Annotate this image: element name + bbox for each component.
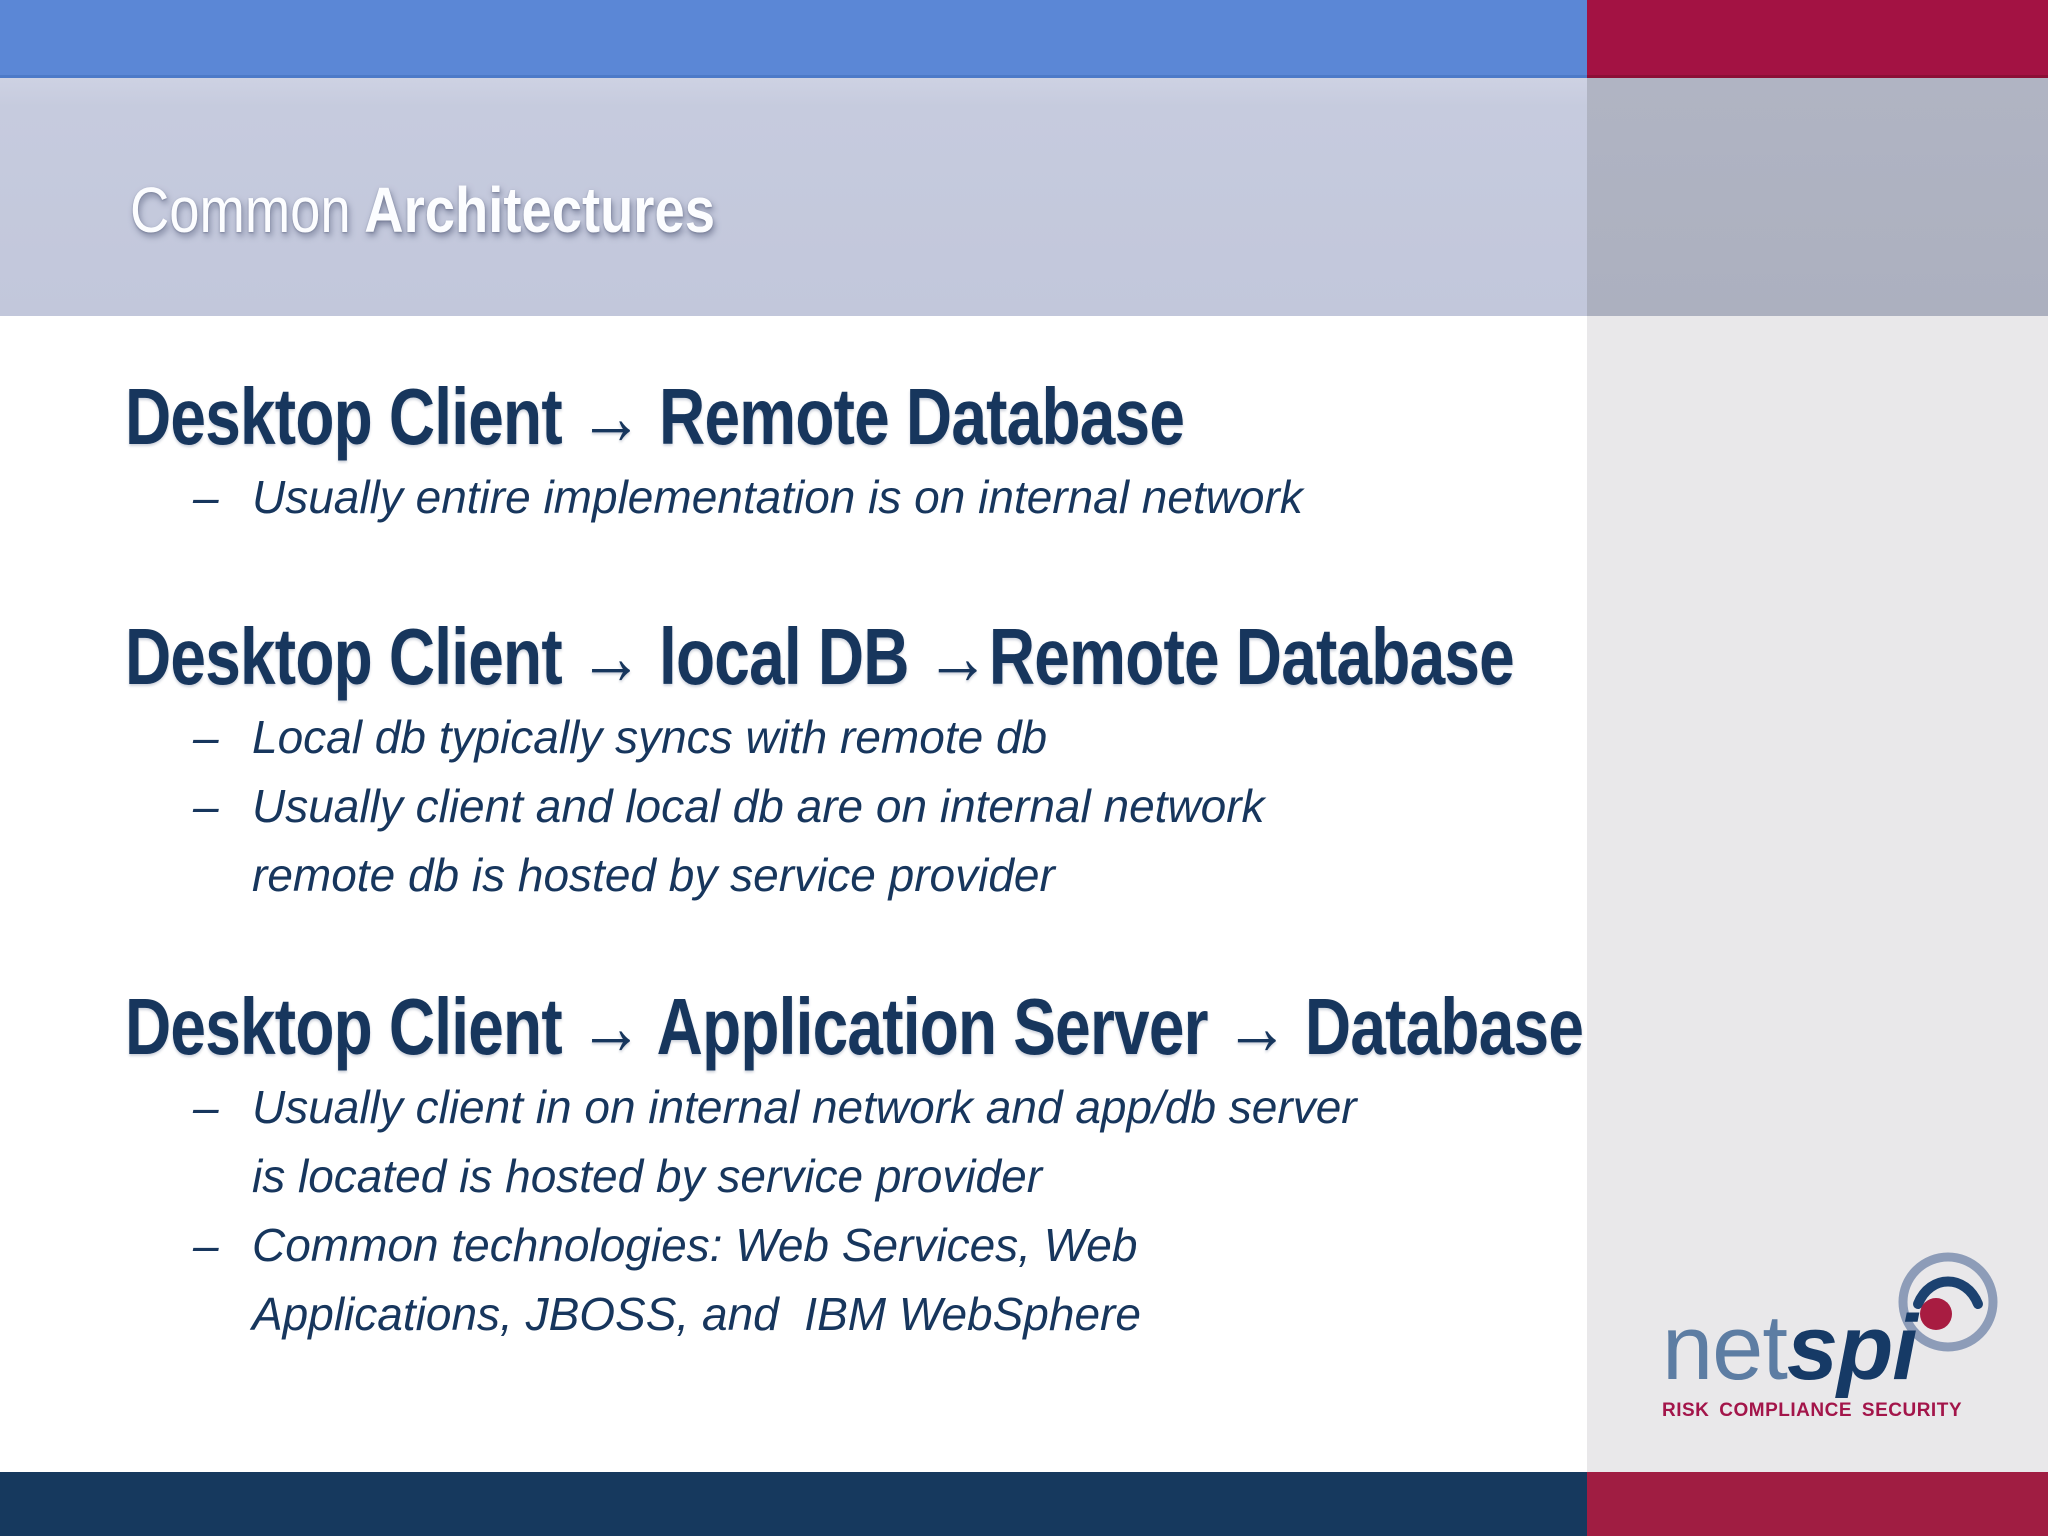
- section-heading: Desktop Client → Application Server → Da…: [125, 982, 1584, 1071]
- logo-text-net: net: [1662, 1297, 1788, 1399]
- section-desktop-remote-db: Desktop Client → Remote Database – Usual…: [0, 371, 1587, 532]
- bullet-dash: –: [193, 1081, 219, 1133]
- top-accent-bar: [0, 0, 1587, 78]
- footer-bar-navy: [0, 1472, 1587, 1536]
- bullet-text: Usually client and local db are on inter…: [252, 780, 1265, 901]
- bullet-text: Common technologies: Web Services, Web A…: [252, 1219, 1141, 1340]
- section-heading: Desktop Client → Remote Database: [125, 372, 1185, 461]
- bullet-text: Local db typically syncs with remote db: [252, 711, 1048, 763]
- bullet-item: – Common technologies: Web Services, Web…: [193, 1211, 1613, 1349]
- netspi-emblem-ring-icon: [1898, 1252, 1998, 1352]
- page-title-regular: Common: [130, 174, 351, 246]
- bullet-item: – Local db typically syncs with remote d…: [193, 703, 1613, 772]
- tagline-security: SECURITY: [1861, 1400, 1962, 1421]
- section-desktop-appserver-db: Desktop Client → Application Server → Da…: [0, 981, 1587, 1349]
- sidebar-upper-band: [1587, 78, 2048, 316]
- page-title-bold: Architectures: [364, 174, 715, 246]
- bullet-item: – Usually client in on internal network …: [193, 1073, 1613, 1211]
- logo-text-spi: spi: [1786, 1297, 1918, 1399]
- bullet-text: Usually client in on internal network an…: [252, 1081, 1357, 1202]
- netspi-dot-icon: [1920, 1298, 1952, 1330]
- bullet-text: Usually entire implementation is on inte…: [252, 471, 1303, 523]
- title-band: [0, 78, 1587, 316]
- tagline-risk: RISK: [1662, 1400, 1710, 1421]
- footer-bar-red: [1587, 1472, 2048, 1536]
- sidebar: [1587, 316, 2048, 1472]
- bullet-dash: –: [193, 711, 219, 763]
- tagline-compliance: COMPLIANCE: [1719, 1400, 1853, 1421]
- netspi-logo: netspi: [1662, 1302, 1918, 1394]
- logo-tagline: RISK COMPLIANCE SECURITY: [1662, 1400, 1962, 1422]
- bullet-item: – Usually client and local db are on int…: [193, 772, 1613, 910]
- bullet-dash: –: [193, 780, 219, 832]
- section-heading: Desktop Client → local DB →Remote Databa…: [125, 612, 1515, 701]
- bullet-dash: –: [193, 471, 219, 523]
- bullet-dash: –: [193, 1219, 219, 1271]
- section-desktop-localdb-remote: Desktop Client → local DB →Remote Databa…: [0, 611, 1587, 910]
- top-red-block: [1587, 0, 2048, 78]
- bullet-item: – Usually entire implementation is on in…: [193, 463, 1613, 532]
